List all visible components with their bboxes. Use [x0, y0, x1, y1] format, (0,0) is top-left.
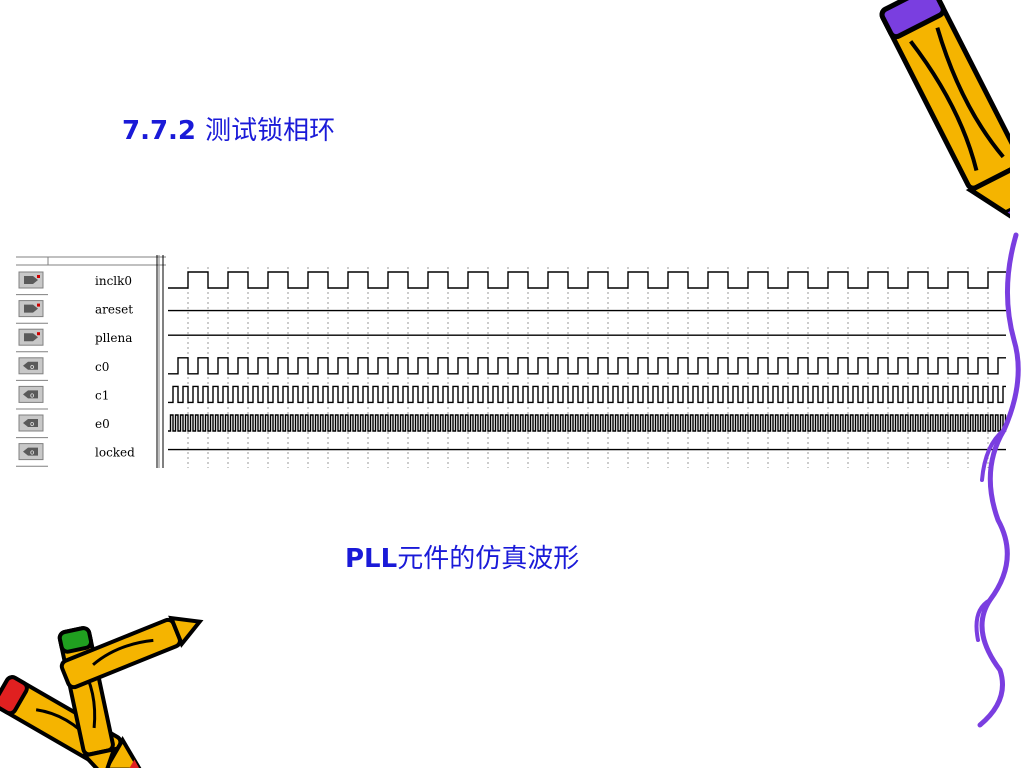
signal-name: areset	[95, 303, 133, 317]
waveform-inclk0	[168, 271, 1006, 289]
waveform-e0	[168, 414, 1007, 432]
output-pin-icon: o	[18, 414, 44, 432]
output-pin-icon: o	[18, 443, 44, 461]
caption-bold: PLL	[345, 544, 398, 574]
signal-name: inclk0	[95, 274, 132, 288]
slide-title: 7.7.2 测试锁相环	[122, 110, 335, 147]
crossed-pencils-icon	[0, 615, 204, 768]
signal-name: c0	[95, 360, 109, 374]
signal-row-c0[interactable]: o c0	[16, 357, 1006, 381]
waveform-c0	[168, 357, 1006, 375]
signal-name: e0	[95, 417, 110, 431]
signal-row-areset[interactable]: areset	[16, 300, 1006, 324]
input-pin-icon	[18, 271, 44, 289]
output-pin-icon: o	[18, 385, 44, 403]
svg-text:o: o	[30, 363, 34, 371]
pencil-icon	[879, 0, 1010, 227]
purple-vine-icon	[974, 232, 1021, 728]
output-pin-icon: o	[18, 357, 44, 375]
signal-row-c1[interactable]: o c1	[16, 385, 1006, 410]
svg-text:o: o	[30, 449, 34, 457]
signal-name: c1	[95, 388, 109, 402]
waveform-panel: inclk0 areset pllena o c0 o c1 o e0 o locked	[16, 255, 1008, 468]
title-text: 测试锁相环	[205, 116, 336, 146]
slide-caption: PLL元件的仿真波形	[345, 538, 579, 575]
signal-row-pllena[interactable]: pllena	[16, 328, 1006, 353]
signal-row-e0[interactable]: o e0	[16, 414, 1007, 439]
waveform-c1	[168, 385, 1006, 404]
signal-row-inclk0[interactable]: inclk0	[16, 271, 1006, 296]
svg-text:o: o	[30, 420, 34, 428]
input-pin-icon	[18, 328, 44, 346]
title-number: 7.7.2	[122, 116, 197, 146]
signal-name: pllena	[95, 331, 132, 345]
caption-text: 元件的仿真波形	[397, 544, 580, 574]
svg-text:o: o	[30, 391, 34, 399]
signal-name: locked	[95, 446, 135, 460]
input-pin-icon	[18, 300, 44, 318]
signal-row-locked[interactable]: o locked	[16, 443, 1006, 467]
